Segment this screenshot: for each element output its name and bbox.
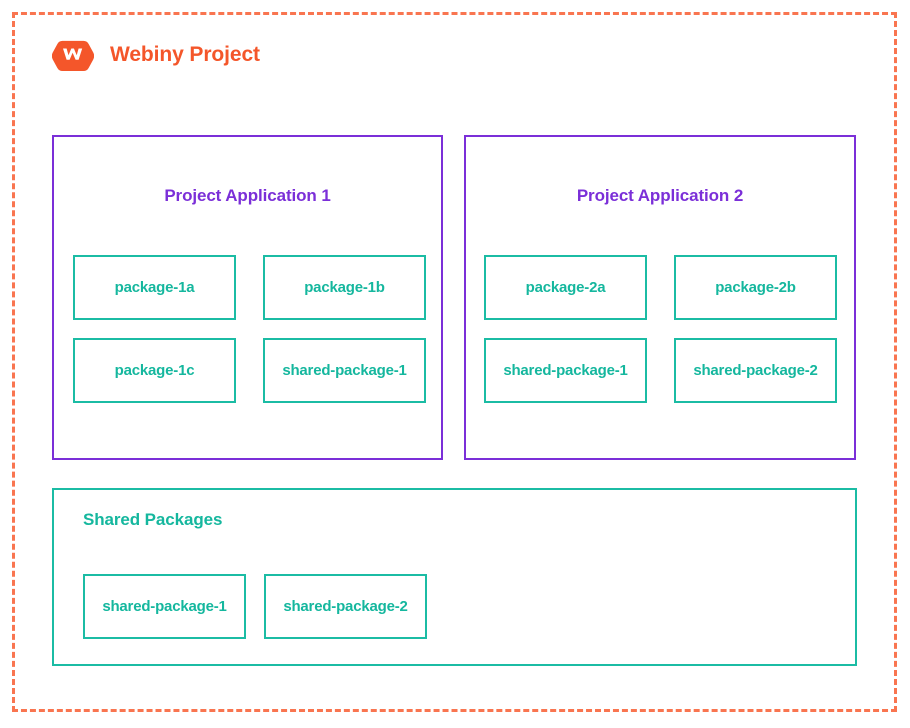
package-box[interactable]: shared-package-1 xyxy=(484,338,647,403)
page-title: Webiny Project xyxy=(110,43,260,66)
project-application-1-title: Project Application 1 xyxy=(164,186,331,205)
project-header: Webiny Project xyxy=(52,31,260,79)
package-label: shared-package-2 xyxy=(283,598,408,615)
package-box[interactable]: shared-package-1 xyxy=(263,338,426,403)
package-label: shared-package-1 xyxy=(102,598,227,615)
package-label: package-2a xyxy=(525,279,606,296)
shared-packages-box[interactable]: Shared Packages shared-package-1 shared-… xyxy=(52,488,857,666)
package-label: shared-package-1 xyxy=(282,362,407,379)
project-boundary xyxy=(12,12,897,712)
package-label: package-1c xyxy=(114,362,195,379)
project-application-1-package-grid: package-1a package-1b package-1c shared-… xyxy=(73,255,426,403)
project-application-1-box[interactable]: Project Application 1 package-1a package… xyxy=(52,135,443,460)
project-application-2-box[interactable]: Project Application 2 package-2a package… xyxy=(464,135,856,460)
package-box[interactable]: shared-package-1 xyxy=(83,574,246,639)
webiny-hexagon-logo-icon xyxy=(52,31,94,79)
package-box[interactable]: package-2b xyxy=(674,255,837,320)
package-label: package-2b xyxy=(715,279,796,296)
package-box[interactable]: package-1c xyxy=(73,338,236,403)
shared-packages-grid: shared-package-1 shared-package-2 xyxy=(83,574,427,639)
project-application-2-package-grid: package-2a package-2b shared-package-1 s… xyxy=(484,255,837,403)
package-box[interactable]: package-2a xyxy=(484,255,647,320)
package-label: shared-package-1 xyxy=(503,362,628,379)
project-application-2-title: Project Application 2 xyxy=(576,186,744,205)
package-label: shared-package-2 xyxy=(693,362,818,379)
package-label: package-1b xyxy=(304,279,385,296)
package-box[interactable]: package-1b xyxy=(263,255,426,320)
package-box[interactable]: shared-package-2 xyxy=(674,338,837,403)
package-box[interactable]: package-1a xyxy=(73,255,236,320)
package-label: package-1a xyxy=(114,279,195,296)
package-box[interactable]: shared-package-2 xyxy=(264,574,427,639)
shared-packages-title: Shared Packages xyxy=(83,510,223,529)
